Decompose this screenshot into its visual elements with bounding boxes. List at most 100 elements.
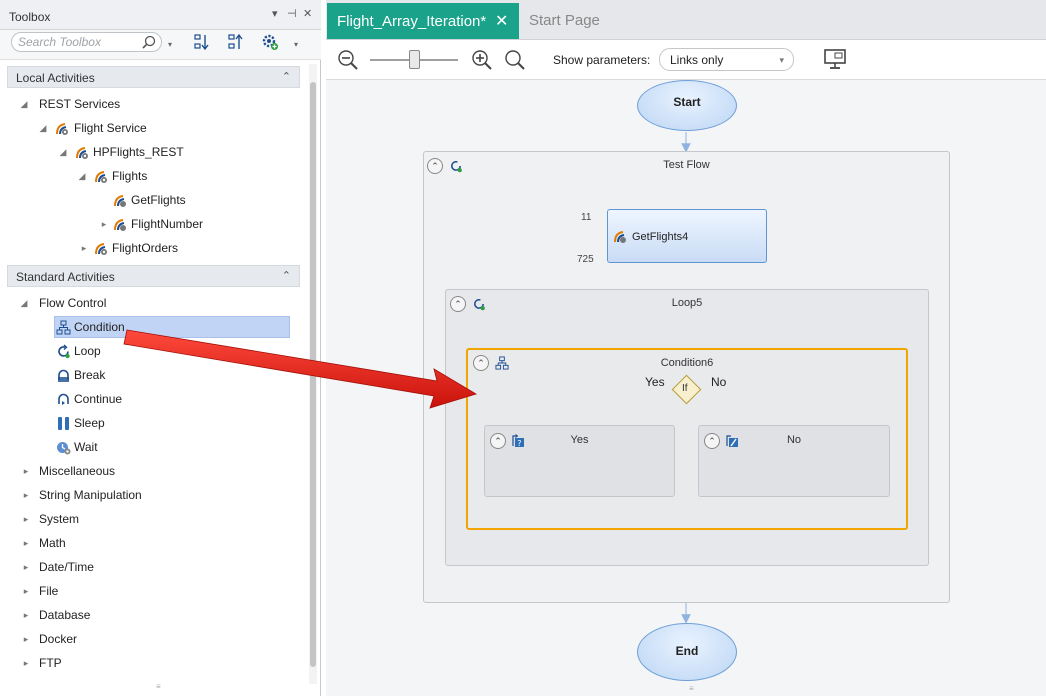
sleep-icon xyxy=(56,416,71,431)
show-parameters-select[interactable]: Links only ▾ xyxy=(659,48,794,71)
show-parameters-label: Show parameters: xyxy=(553,53,651,67)
tree-item-label: Wait xyxy=(74,440,98,454)
end-node[interactable]: End xyxy=(637,623,737,681)
expand-arrow-icon[interactable]: ◢ xyxy=(39,123,47,133)
expand-arrow-icon[interactable]: ▸ xyxy=(23,562,29,572)
tab-start-page[interactable]: Start Page xyxy=(529,12,600,29)
resize-grip-icon[interactable]: ≡ xyxy=(689,684,694,693)
toolbox-scrollbar-thumb[interactable] xyxy=(310,82,316,667)
loop-icon xyxy=(449,159,463,173)
tree-item-label: GetFlights xyxy=(131,193,186,207)
tree-item-label: FlightOrders xyxy=(112,241,179,255)
toolbar-overflow-icon[interactable]: ▾ xyxy=(294,40,299,49)
expand-arrow-icon[interactable]: ▸ xyxy=(101,219,107,229)
section-label: Local Activities xyxy=(16,71,95,85)
tab-label: Flight_Array_Iteration* xyxy=(337,13,487,30)
document-tabs: Flight_Array_Iteration* ✕ Start Page xyxy=(326,0,1046,40)
svg-text:?: ? xyxy=(517,439,521,448)
close-icon[interactable]: ✕ xyxy=(303,8,313,20)
monitor-icon[interactable] xyxy=(823,48,847,70)
tree-item-label: Date/Time xyxy=(39,560,94,574)
tree-item-label: Break xyxy=(74,368,106,382)
resize-grip-icon[interactable]: ≡ xyxy=(156,682,162,691)
section-standard-activities[interactable]: Standard Activities ⌃ xyxy=(7,265,300,287)
expand-arrow-icon[interactable]: ◢ xyxy=(20,298,28,308)
expand-arrow-icon[interactable]: ▸ xyxy=(23,634,29,644)
collapse-icon[interactable]: ⌃ xyxy=(450,296,466,312)
search-icon[interactable] xyxy=(142,35,156,49)
zoom-out-icon[interactable] xyxy=(337,49,359,71)
tree-item-label: Continue xyxy=(74,392,123,406)
expand-arrow-icon[interactable]: ◢ xyxy=(78,171,86,181)
expand-arrow-icon[interactable]: ▸ xyxy=(23,586,29,596)
expand-arrow-icon[interactable]: ▸ xyxy=(23,610,29,620)
tree-item-label: Miscellaneous xyxy=(39,464,116,478)
chevron-up-icon[interactable]: ⌃ xyxy=(281,270,291,282)
rest-service-icon xyxy=(93,241,108,256)
no-branch-label: No xyxy=(711,375,727,389)
sort-descending-icon[interactable] xyxy=(193,33,213,51)
zoom-in-icon[interactable] xyxy=(471,49,493,71)
gear-add-icon[interactable] xyxy=(261,33,281,51)
zoom-slider-thumb[interactable] xyxy=(409,50,420,69)
then-branch-icon: ? xyxy=(511,434,525,448)
zoom-fit-icon[interactable] xyxy=(504,49,526,71)
activity-label: GetFlights4 xyxy=(632,231,689,243)
flow-canvas[interactable]: Start ⌃ Test Flow GetFlights4 11 725 ⌃ L… xyxy=(326,80,1046,696)
tree-item-label: FTP xyxy=(39,656,62,670)
loop-icon xyxy=(56,344,71,359)
branch-title: No xyxy=(786,434,802,446)
rest-service-icon xyxy=(54,121,69,136)
expand-arrow-icon[interactable]: ▸ xyxy=(23,514,29,524)
expand-arrow-icon[interactable]: ◢ xyxy=(59,147,67,157)
tree-item-label: System xyxy=(39,512,80,526)
expand-arrow-icon[interactable]: ▸ xyxy=(23,658,29,668)
expand-arrow-icon[interactable]: ▸ xyxy=(23,466,29,476)
wait-icon xyxy=(56,440,71,455)
tree-item-label: Flights xyxy=(112,169,148,183)
collapse-icon[interactable]: ⌃ xyxy=(427,158,443,174)
continue-icon xyxy=(56,392,71,407)
activity-getflights4[interactable]: GetFlights4 xyxy=(607,209,767,263)
toolbox-search-input[interactable] xyxy=(11,32,162,52)
sort-ascending-icon[interactable] xyxy=(227,33,247,51)
toolbox-header: Toolbox ▾ ⊣ ✕ xyxy=(0,0,321,30)
expand-arrow-icon[interactable]: ▸ xyxy=(81,243,87,253)
else-branch-icon xyxy=(725,434,739,448)
rest-service-icon xyxy=(74,145,89,160)
group-title: Loop5 xyxy=(671,297,703,309)
section-local-activities[interactable]: Local Activities ⌃ xyxy=(7,66,300,88)
collapse-icon[interactable]: ⌃ xyxy=(490,433,506,449)
collapse-icon[interactable]: ⌃ xyxy=(704,433,720,449)
search-options-icon[interactable]: ▾ xyxy=(168,40,173,49)
rest-method-icon xyxy=(612,229,627,244)
select-value: Links only xyxy=(670,53,724,67)
tree-item-label: String Manipulation xyxy=(39,488,142,502)
group-title: Condition6 xyxy=(660,357,714,369)
expand-arrow-icon[interactable]: ▸ xyxy=(23,490,29,500)
designer-toolbar: Show parameters: Links only ▾ xyxy=(326,40,1046,80)
document-area: Flight_Array_Iteration* ✕ Start Page Sho… xyxy=(326,0,1046,696)
pin-icon[interactable]: ⊣ xyxy=(287,8,297,20)
yes-branch-box[interactable]: ⌃ ? Yes xyxy=(484,425,675,497)
tree-item-condition[interactable]: Condition xyxy=(54,316,290,338)
no-branch-box[interactable]: ⌃ No xyxy=(698,425,890,497)
toolbox-panel: Toolbox ▾ ⊣ ✕ ▾ ▾ Local Activities ⌃ ◢ R… xyxy=(0,0,321,696)
tree-item-label: Docker xyxy=(39,632,78,646)
link-count-badge: 725 xyxy=(577,254,594,265)
chevron-up-icon[interactable]: ⌃ xyxy=(281,71,291,83)
expand-arrow-icon[interactable]: ▸ xyxy=(23,538,29,548)
if-label: If xyxy=(682,383,688,394)
end-label: End xyxy=(675,644,699,658)
tree-item-label: FlightNumber xyxy=(131,217,204,231)
expand-arrow-icon[interactable]: ◢ xyxy=(20,99,28,109)
start-node[interactable]: Start xyxy=(637,80,737,131)
tab-flight-array-iteration[interactable]: Flight_Array_Iteration* ✕ xyxy=(327,3,519,39)
branch-title: Yes xyxy=(570,434,589,446)
rest-method-icon xyxy=(112,217,127,232)
toolbox-dropdown-icon[interactable]: ▾ xyxy=(272,8,278,20)
chevron-down-icon: ▾ xyxy=(779,55,784,65)
close-icon[interactable]: ✕ xyxy=(495,13,509,30)
tree-item-label: Flow Control xyxy=(39,296,107,310)
condition-icon xyxy=(495,356,509,370)
